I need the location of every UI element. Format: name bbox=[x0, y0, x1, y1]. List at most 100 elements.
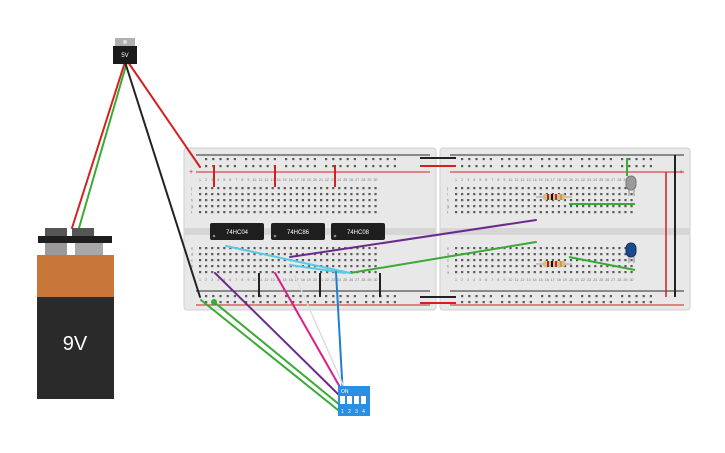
breadboard-hole bbox=[205, 187, 208, 190]
row-letter: a bbox=[447, 270, 450, 275]
breadboard-hole bbox=[211, 271, 214, 274]
breadboard-hole bbox=[576, 253, 579, 256]
breadboard-hole bbox=[292, 295, 295, 298]
breadboard-hole bbox=[509, 187, 512, 190]
breadboard-hole bbox=[588, 301, 591, 304]
breadboard-hole bbox=[235, 259, 238, 262]
breadboard-hole bbox=[253, 259, 256, 262]
breadboard-hole bbox=[628, 165, 631, 168]
column-number: 22 bbox=[325, 178, 329, 182]
breadboard-hole bbox=[485, 193, 488, 196]
breadboard-hole bbox=[473, 259, 476, 262]
breadboard-hole bbox=[205, 193, 208, 196]
breadboard-hole bbox=[461, 165, 464, 168]
breadboard-hole bbox=[277, 271, 280, 274]
breadboard-hole bbox=[569, 199, 573, 202]
breadboard-hole bbox=[205, 211, 208, 214]
breadboard-hole bbox=[594, 247, 597, 250]
column-number: 6 bbox=[229, 178, 231, 182]
breadboard-hole bbox=[533, 247, 536, 250]
breadboard-hole bbox=[618, 247, 621, 250]
breadboard-hole bbox=[344, 205, 347, 208]
breadboard-hole bbox=[621, 158, 624, 161]
breadboard-hole bbox=[199, 271, 202, 274]
wire-end-dot bbox=[211, 299, 217, 305]
column-number: 18 bbox=[301, 278, 305, 282]
breadboard-hole bbox=[576, 205, 579, 208]
breadboard-hole bbox=[247, 271, 250, 274]
dip-switch-toggle-4[interactable] bbox=[361, 396, 366, 404]
dip-switch-toggle-1[interactable] bbox=[340, 396, 345, 404]
column-number: 18 bbox=[557, 178, 561, 182]
dip-switch[interactable]: ON 1 2 3 4 bbox=[338, 386, 370, 416]
breadboard-hole bbox=[356, 187, 359, 190]
column-number: 4 bbox=[217, 278, 219, 282]
breadboard-hole bbox=[362, 253, 365, 256]
breadboard-hole bbox=[332, 158, 335, 161]
breadboard-hole bbox=[307, 193, 311, 196]
battery-9v: 9V bbox=[37, 228, 114, 399]
breadboard-hole bbox=[346, 158, 349, 161]
breadboard-hole bbox=[379, 301, 382, 304]
breadboard-hole bbox=[223, 271, 226, 274]
wire-blue bbox=[335, 271, 344, 397]
breadboard-hole bbox=[326, 259, 329, 262]
breadboard-hole bbox=[606, 247, 609, 250]
column-number: 13 bbox=[271, 278, 275, 282]
breadboard-hole bbox=[473, 199, 476, 202]
breadboard-hole bbox=[235, 193, 238, 196]
dip-switch-toggle-3[interactable] bbox=[354, 396, 359, 404]
breadboard-hole bbox=[356, 205, 359, 208]
breadboard-hole bbox=[600, 271, 603, 274]
breadboard-hole bbox=[285, 295, 288, 298]
breadboard-hole bbox=[467, 247, 470, 250]
breadboard-hole bbox=[295, 211, 298, 214]
battery-terminal bbox=[72, 228, 94, 236]
chip-label: 74HC86 bbox=[287, 230, 310, 236]
column-number: 20 bbox=[313, 178, 317, 182]
breadboard-hole bbox=[283, 211, 286, 214]
breadboard-hole bbox=[277, 187, 280, 190]
breadboard-hole bbox=[509, 265, 512, 268]
breadboard-hole bbox=[283, 247, 286, 250]
breadboard-hole bbox=[621, 295, 624, 298]
column-number: 18 bbox=[301, 178, 305, 182]
column-number: 2 bbox=[461, 178, 463, 182]
breadboard-hole bbox=[467, 271, 470, 274]
breadboard-hole bbox=[588, 247, 591, 250]
breadboard-hole bbox=[241, 253, 244, 256]
breadboard-hole bbox=[245, 301, 248, 304]
column-number: 23 bbox=[331, 178, 335, 182]
breadboard-hole bbox=[253, 205, 256, 208]
breadboard-hole bbox=[266, 295, 269, 298]
breadboard-hole bbox=[618, 199, 621, 202]
column-number: 24 bbox=[593, 278, 597, 282]
breadboard-hole bbox=[489, 295, 492, 298]
breadboard-hole bbox=[346, 301, 349, 304]
breadboard-hole bbox=[467, 259, 470, 262]
breadboard-hole bbox=[551, 187, 554, 190]
breadboard-hole bbox=[624, 211, 627, 214]
breadboard-hole bbox=[313, 247, 317, 250]
breadboard-hole bbox=[527, 265, 530, 268]
breadboard-hole bbox=[299, 165, 302, 168]
breadboard-hole bbox=[576, 187, 579, 190]
breadboard-hole bbox=[642, 165, 645, 168]
chip-body bbox=[210, 223, 264, 240]
breadboard-hole bbox=[576, 265, 579, 268]
breadboard-hole bbox=[569, 193, 573, 196]
breadboard-hole bbox=[301, 247, 305, 250]
column-number: 3 bbox=[211, 278, 213, 282]
breadboard-hole bbox=[594, 187, 597, 190]
column-number: 9 bbox=[503, 178, 505, 182]
breadboard-hole bbox=[595, 301, 598, 304]
breadboard-hole bbox=[241, 247, 244, 250]
breadboard-hole bbox=[521, 265, 524, 268]
dip-switch-toggle-2[interactable] bbox=[347, 396, 352, 404]
breadboard-hole bbox=[628, 158, 631, 161]
breadboard-hole bbox=[241, 211, 244, 214]
breadboard-hole bbox=[325, 158, 328, 161]
breadboard-hole bbox=[473, 253, 476, 256]
breadboard-hole bbox=[217, 271, 220, 274]
breadboard-hole bbox=[588, 265, 591, 268]
